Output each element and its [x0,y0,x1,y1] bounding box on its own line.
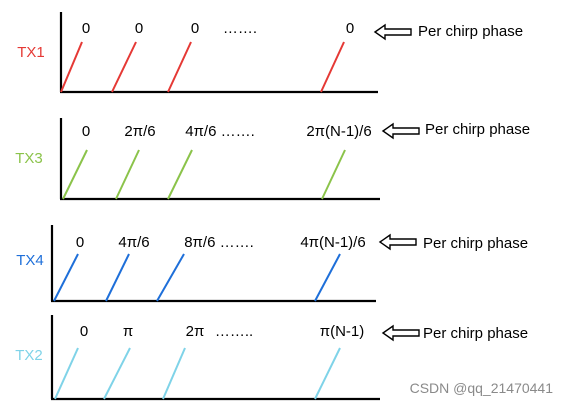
tx4-phase-label-4: 4π(N-1)/6 [300,234,365,251]
tx1-chirp-ramp-1 [60,41,83,93]
tx4-chirp-ramp-1 [53,253,79,302]
watermark: CSDN @qq_21470441 [410,380,554,396]
tx4-phase-label-1: 0 [76,234,84,251]
tx2-chirp-ramp-4 [314,347,341,400]
tx2-caption: Per chirp phase [423,325,528,342]
tx1-caption: Per chirp phase [418,23,523,40]
tx3-phase-label-3: 4π/6 ……. [185,123,255,140]
tx4-phase-label-2: 4π/6 [118,234,149,251]
tx3-chirp-ramp-4 [321,149,346,200]
tx4-label: TX4 [16,252,44,269]
tx3-chirp-ramp-1 [62,149,88,200]
tx1-phase-label-5: 0 [346,20,354,37]
tx1-hollow-left-arrow-icon [373,23,412,41]
tx3-phase-label-4: 2π(N-1)/6 [306,123,371,140]
tx2-chirp-ramp-3 [162,347,186,400]
tx3-phase-label-1: 0 [82,123,90,140]
tx4-chirp-ramp-2 [105,253,130,302]
tx1-chirp-ramp-4 [320,41,345,93]
tx4-caption: Per chirp phase [423,235,528,252]
tx3-hollow-left-arrow-icon [381,122,420,140]
tx3-label: TX3 [15,150,43,167]
tx2-phase-label-3: 2π [186,323,205,340]
tx2-label: TX2 [15,347,43,364]
tx3-phase-label-2: 2π/6 [124,123,155,140]
tx2-phase-label-4: …….. [215,323,253,340]
tx3-chirp-ramp-3 [167,149,193,200]
tx2-phase-label-1: 0 [80,323,88,340]
tx4-chirp-ramp-3 [156,253,185,302]
tx2-phase-label-5: π(N-1) [320,323,365,340]
tx1-chirp-ramp-3 [167,41,192,93]
tx3-chirp-ramp-2 [115,149,140,200]
tx4-chirp-ramp-4 [314,253,341,302]
tx3-caption: Per chirp phase [425,121,530,138]
tx1-phase-label-1: 0 [82,20,90,37]
tx1-phase-label-4: ……. [223,20,257,37]
tx4-phase-label-3: 8π/6 ……. [184,234,254,251]
tx1-chirp-ramp-2 [111,41,137,93]
tx1-label: TX1 [17,44,45,61]
tx1-phase-label-2: 0 [135,20,143,37]
tx2-chirp-ramp-2 [103,347,131,400]
tx1-phase-label-3: 0 [191,20,199,37]
tx2-hollow-left-arrow-icon [381,324,420,342]
tx4-hollow-left-arrow-icon [378,233,417,251]
tx2-chirp-ramp-1 [54,347,79,400]
tx2-phase-label-2: π [123,323,133,340]
